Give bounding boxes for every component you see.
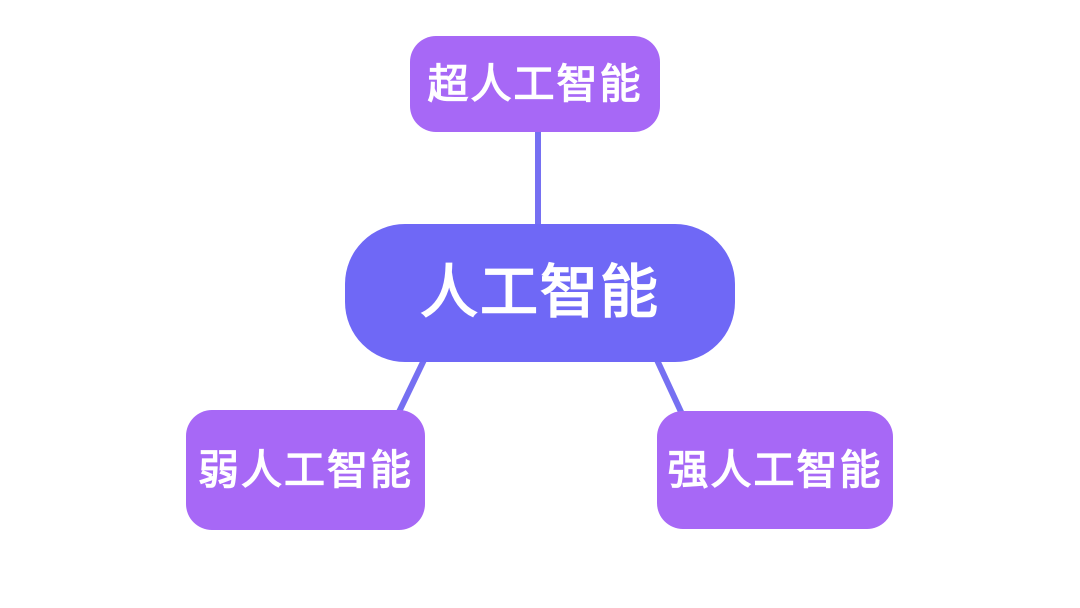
- edge-root-to-weak: [395, 357, 427, 417]
- node-super-ai-label: 超人工智能: [427, 60, 643, 107]
- node-weak-ai[interactable]: 弱人工智能: [186, 410, 425, 530]
- node-root-ai[interactable]: 人工智能: [345, 224, 735, 362]
- node-strong-ai[interactable]: 强人工智能: [657, 411, 893, 529]
- node-super-ai[interactable]: 超人工智能: [410, 36, 660, 132]
- node-root-ai-label: 人工智能: [419, 260, 660, 325]
- node-strong-ai-label: 强人工智能: [667, 446, 883, 493]
- edge-root-to-strong: [654, 357, 685, 417]
- node-weak-ai-label: 弱人工智能: [198, 446, 413, 493]
